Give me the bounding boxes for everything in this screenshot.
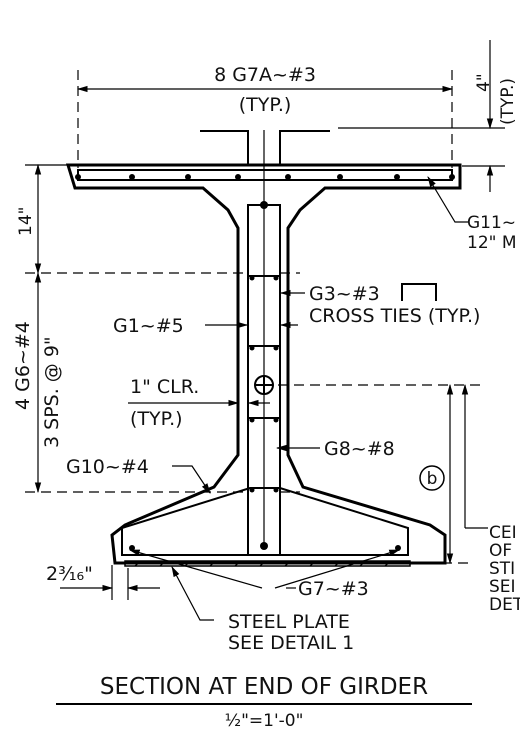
bottom-flange-cage	[121, 487, 409, 556]
g1-label: G1~#5	[113, 315, 184, 337]
drawing-scale: ½"=1'-0"	[225, 711, 304, 731]
g11-leader	[427, 176, 468, 223]
callout-b-circle	[419, 465, 445, 491]
centroid-label-1: CEI	[489, 523, 517, 543]
g7-leader-right	[274, 549, 401, 589]
centroid-label-2: OF	[489, 541, 512, 561]
offset-dim-label: 2³⁄₁₆"	[46, 563, 93, 585]
cross-tie-symbol	[401, 283, 437, 301]
rebar-dots	[75, 174, 455, 551]
flange-depth-label: 14"	[16, 207, 36, 236]
cross-ties-label: CROSS TIES (TYP.)	[309, 305, 480, 327]
drawing-title: SECTION AT END OF GIRDER	[100, 674, 428, 700]
g8-label: G8~#8	[324, 438, 395, 460]
clr-label: 1" CLR.	[130, 376, 199, 398]
g7-leader-left	[128, 549, 263, 589]
right-dim-label: 4"	[474, 73, 494, 92]
centroid-label-3: STI	[489, 559, 515, 579]
plate-label-2: SEE DETAIL 1	[228, 632, 354, 654]
g11-label-1: G11~	[467, 213, 516, 233]
g10-leader	[172, 465, 211, 494]
plate-leader	[171, 566, 214, 621]
g6-label-2: 3 SPS. @ 9"	[41, 336, 63, 448]
top-bars-typ-label: (TYP.)	[239, 94, 292, 116]
break-line-right	[279, 130, 330, 165]
g11-label-2: 12" M	[467, 233, 517, 253]
g10-label: G10~#4	[66, 456, 149, 478]
centroid-label-4: SEI	[489, 577, 516, 597]
centroid-symbol	[254, 375, 274, 395]
right-dim-typ-label: (TYP.)	[498, 78, 518, 125]
plate-label-1: STEEL PLATE	[228, 611, 350, 633]
centroid-label-5: DET	[489, 595, 520, 615]
g6-label-1: 4 G6~#4	[12, 321, 34, 410]
break-line-left	[200, 130, 249, 165]
clr-typ-label: (TYP.)	[130, 408, 183, 430]
top-bars-label: 8 G7A~#3	[214, 64, 316, 86]
g3-label: G3~#3	[309, 283, 380, 305]
g7-label: G7~#3	[298, 578, 369, 600]
steel-plate-hatch	[134, 560, 392, 567]
cross-ties	[248, 275, 281, 432]
callout-b-label: b	[427, 469, 438, 489]
